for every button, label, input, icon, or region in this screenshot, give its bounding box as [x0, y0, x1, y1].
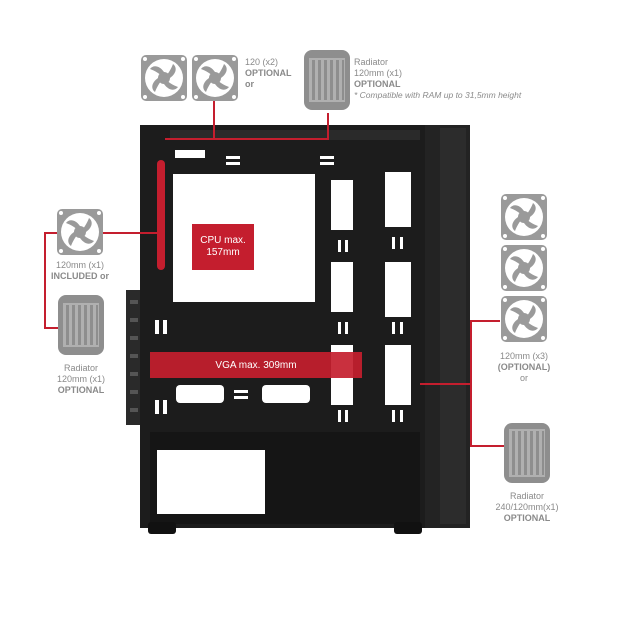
top-radiator-note: * Compatible with RAM up to 31,5mm heigh…	[354, 90, 522, 100]
top-radiator-line1: Radiator	[354, 57, 389, 67]
front-fans-label: 120mm (x3) (OPTIONAL) or	[484, 351, 564, 384]
top-radiator-line3: OPTIONAL	[354, 79, 401, 89]
front-fan-icon-2	[501, 245, 547, 291]
top-radiator-icon	[304, 50, 350, 110]
rear-radiator-line3: OPTIONAL	[57, 385, 105, 395]
top-radiator-label: Radiator 120mm (x1) OPTIONAL * Compatibl…	[354, 57, 521, 101]
rear-fan-label: 120mm (x1) INCLUDED or	[40, 260, 120, 282]
rear-fan-line1: 120mm (x1)	[55, 260, 104, 270]
rear-radiator-line1: Radiator	[63, 363, 99, 373]
top-fan-connector	[213, 100, 215, 140]
rear-radiator-label: Radiator 120mm (x1) OPTIONAL	[40, 363, 122, 396]
front-fan-icon-1	[501, 194, 547, 240]
top-fans-line1: 120 (x2)	[245, 57, 279, 67]
top-fans-line2: OPTIONAL	[245, 68, 292, 78]
rear-fan-icon	[57, 209, 103, 255]
top-fans-line3: or	[245, 79, 254, 89]
top-fans-label: 120 (x2) OPTIONAL or	[245, 57, 292, 90]
front-top-line	[470, 320, 500, 322]
front-radiator-line1: Radiator	[509, 491, 545, 501]
top-fan-icon-2	[192, 55, 238, 101]
rear-radiator-line2: 120mm (x1)	[56, 374, 105, 384]
top-radiator-connector	[327, 113, 329, 140]
rear-vertical-line	[44, 232, 46, 328]
vga-label: VGA max. 309mm	[215, 359, 297, 371]
front-radiator-line3: OPTIONAL	[503, 513, 551, 523]
front-radiator-icon	[504, 423, 550, 483]
front-fans-line3: or	[519, 373, 528, 383]
cpu-clearance-box: CPU max. 157mm	[192, 224, 254, 270]
front-radiator-line2: 240/120mm(x1)	[495, 502, 559, 512]
front-radiator-label: Radiator 240/120mm(x1) OPTIONAL	[482, 491, 572, 524]
top-horizontal-line	[165, 138, 329, 140]
rear-top-line	[44, 232, 164, 234]
front-fans-line2: (OPTIONAL)	[497, 362, 551, 372]
front-fans-line1: 120mm (x3)	[499, 351, 548, 361]
top-radiator-line2: 120mm (x1)	[354, 68, 403, 78]
vga-clearance-bar: VGA max. 309mm	[150, 352, 362, 378]
rear-bottom-line	[44, 327, 58, 329]
front-mid-line	[420, 383, 472, 385]
front-fan-icon-3	[501, 296, 547, 342]
cpu-label-line2: 157mm	[206, 247, 240, 258]
top-fan-icon-1	[141, 55, 187, 101]
front-bottom-line	[470, 445, 504, 447]
rear-radiator-icon	[58, 295, 104, 355]
rear-fan-line2: INCLUDED or	[51, 271, 109, 281]
cpu-label-line1: CPU max.	[200, 235, 246, 246]
